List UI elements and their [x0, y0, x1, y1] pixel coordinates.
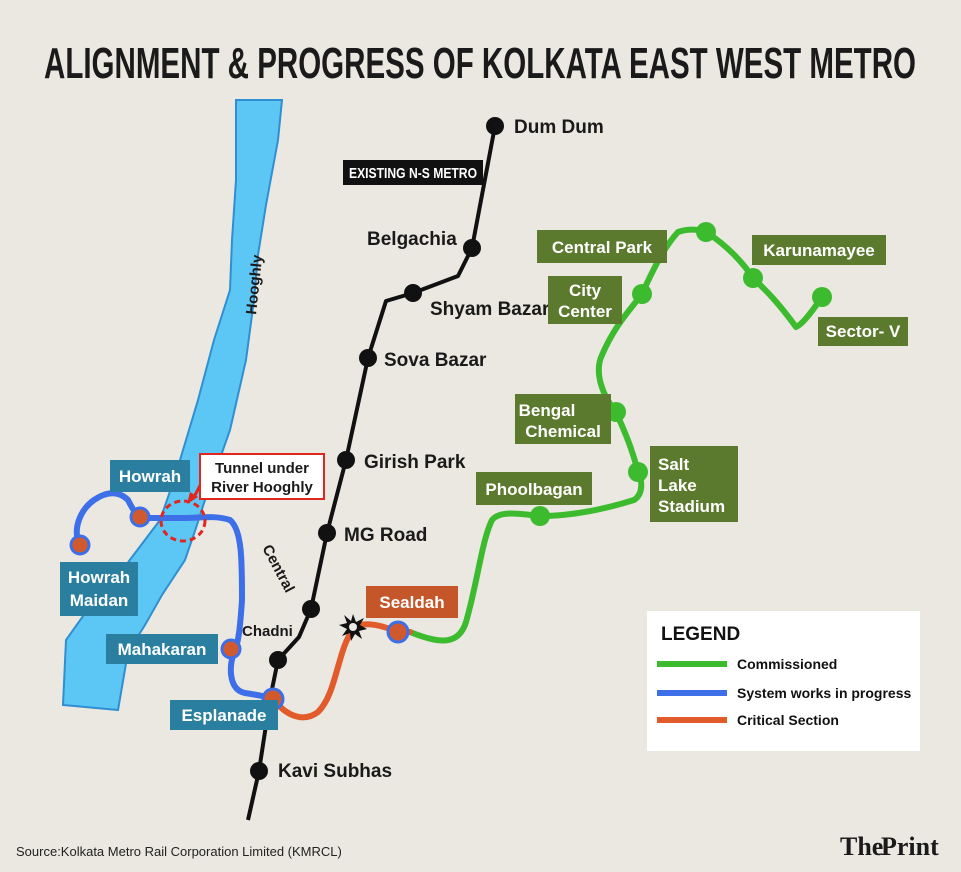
tunnel-marker [159, 499, 207, 543]
legend-title: LEGEND [661, 624, 740, 645]
label-phoolbagan: Phoolbagan [485, 480, 582, 499]
box-mahakaran [106, 634, 218, 664]
station-dot-sealdah [386, 620, 410, 644]
river-hooghly [61, 99, 284, 712]
legend-panel [647, 611, 920, 751]
label-sector-v: Sector- V [826, 322, 901, 341]
tunnel-callout-line1: Tunnel under [215, 460, 309, 477]
label-howrah-maidan-1: Howrah [68, 568, 130, 587]
legend-label-critical-section: Critical Section [737, 712, 839, 728]
label-city-center-1: City [569, 281, 602, 300]
station-dot-howrah-maidan [69, 534, 91, 556]
brand-print: Print [881, 832, 939, 861]
box-esplanade [170, 700, 278, 730]
box-central-park [537, 230, 667, 263]
label-city-center-2: Center [558, 302, 612, 321]
station-dot-girish-park [337, 451, 355, 469]
label-mg-road: MG Road [344, 525, 427, 546]
label-chadni: Chadni [242, 623, 293, 640]
station-dot-central-park [696, 222, 716, 242]
station-dot-sova-bazar [359, 349, 377, 367]
label-salt-lake-stadium-2: Lake [658, 476, 697, 495]
box-phoolbagan [476, 472, 592, 505]
station-dot-dum-dum [486, 117, 504, 135]
box-howrah [110, 460, 190, 492]
station-dot-shyam-bazar [404, 284, 422, 302]
existing-line-label: EXISTING N-S METRO [349, 165, 477, 182]
station-dot-mg-road [318, 524, 336, 542]
legend-label-commissioned: Commissioned [737, 656, 837, 672]
label-girish-park: Girish Park [364, 452, 466, 473]
box-city-center [548, 276, 622, 324]
label-salt-lake-stadium-3: Stadium [658, 497, 725, 516]
station-dot-salt-lake-stadium [628, 462, 648, 482]
blue-line-works-in-progress [73, 490, 276, 702]
legend-label-works-in-progress: System works in progress [737, 685, 912, 701]
tunnel-arrowhead [187, 492, 198, 504]
source-note: Source:Kolkata Metro Rail Corporation Li… [16, 844, 342, 859]
station-dot-mahakaran [220, 638, 242, 660]
label-esplanade: Esplanade [181, 706, 266, 725]
junction-burst-icon [339, 614, 367, 641]
legend: LEGEND Commissioned System works in prog… [647, 611, 920, 751]
label-bengal-chemical-1: Bengal [519, 401, 576, 420]
box-sealdah [366, 586, 458, 618]
box-karunamayee [752, 235, 886, 265]
station-dot-karunamayee [743, 268, 763, 288]
station-dot-belgachia [463, 239, 481, 257]
box-salt-lake-stadium [650, 446, 738, 522]
label-bengal-chemical-2: Chemical [525, 422, 601, 441]
label-howrah: Howrah [119, 467, 181, 486]
box-sector-v [818, 317, 908, 346]
station-dot-sector-v [812, 287, 832, 307]
red-line-critical-section [270, 621, 413, 721]
label-dum-dum: Dum Dum [514, 117, 604, 138]
station-dot-city-center [632, 284, 652, 304]
station-dot-chadni [269, 651, 287, 669]
label-kavi-subhas: Kavi Subhas [278, 761, 392, 782]
label-howrah-maidan-2: Maidan [70, 591, 129, 610]
station-dot-howrah [129, 506, 151, 528]
label-central-park: Central Park [552, 238, 653, 257]
page-title: ALIGNMENT & PROGRESS OF KOLKATA EAST WES… [44, 39, 916, 88]
label-shyam-bazar: Shyam Bazar [430, 299, 550, 320]
box-howrah-maidan [60, 562, 138, 616]
label-belgachia: Belgachia [367, 229, 457, 250]
label-mahakaran: Mahakaran [118, 640, 207, 659]
label-salt-lake-stadium-1: Salt [658, 455, 690, 474]
river-label: Hooghly [243, 253, 266, 315]
brand-the: The [840, 832, 883, 861]
box-bengal-chemical [515, 394, 611, 444]
existing-line-label-box [343, 160, 483, 185]
station-dot-central [302, 600, 320, 618]
label-sealdah: Sealdah [379, 593, 444, 612]
station-dot-kavi-subhas [250, 762, 268, 780]
label-central: Central [258, 542, 297, 596]
label-sova-bazar: Sova Bazar [384, 350, 487, 371]
tunnel-callout-line2: River Hooghly [211, 479, 313, 496]
theprint-logo: The Print [840, 832, 939, 861]
station-dot-phoolbagan [530, 506, 550, 526]
label-karunamayee: Karunamayee [763, 241, 875, 260]
tunnel-callout-box [199, 453, 325, 500]
